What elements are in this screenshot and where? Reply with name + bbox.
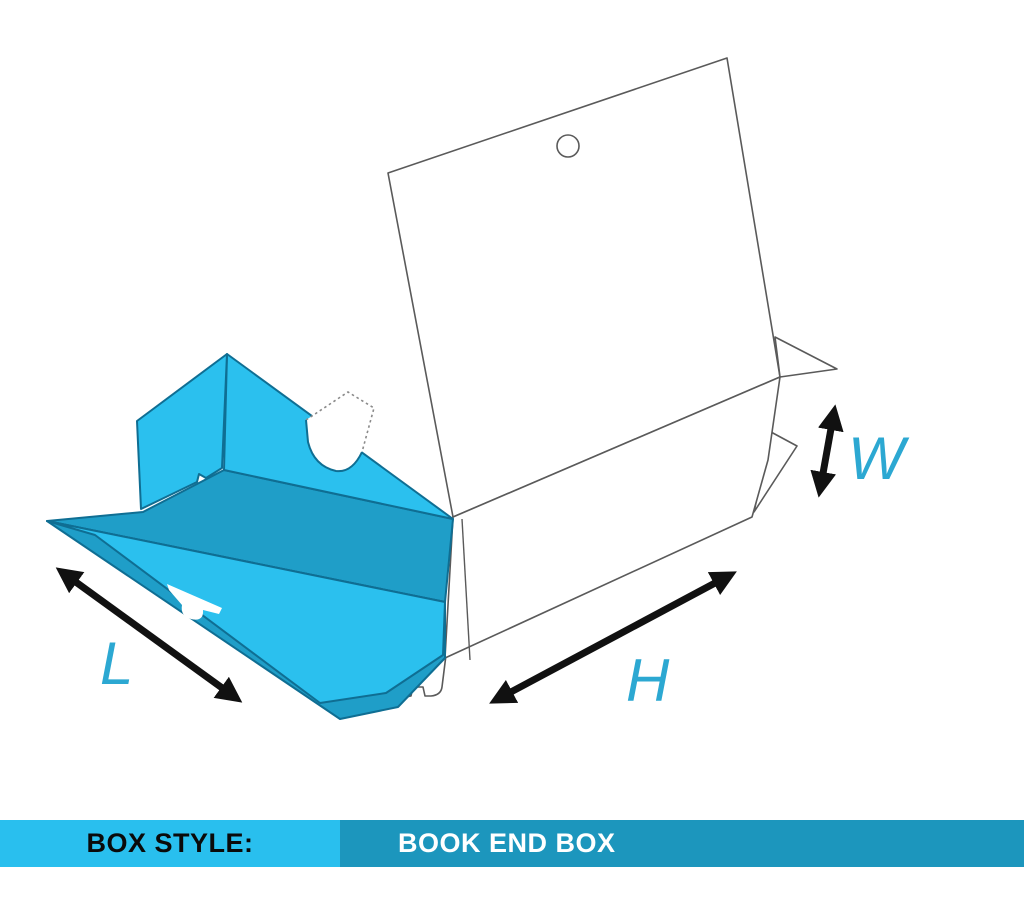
width-arrow: [810, 404, 844, 498]
side-triangle-flap-top: [774, 336, 838, 378]
box-style-value: BOOK END BOX: [340, 820, 1024, 867]
glue-crease: [461, 518, 471, 661]
width-label: W: [848, 425, 910, 492]
height-arrow: [489, 571, 737, 704]
left-end-flap: [136, 353, 228, 510]
length-arrow: [55, 567, 243, 703]
style-banner: BOX STYLE: BOOK END BOX: [0, 820, 1024, 867]
thumb-tab-cutout: [306, 392, 374, 472]
length-label: L: [100, 630, 133, 697]
front-flap: [46, 520, 446, 704]
box-style-label: BOX STYLE:: [0, 820, 340, 867]
thumb-tab-cut-edge: [305, 419, 363, 473]
height-label: H: [626, 647, 670, 714]
hang-hole: [556, 134, 580, 158]
